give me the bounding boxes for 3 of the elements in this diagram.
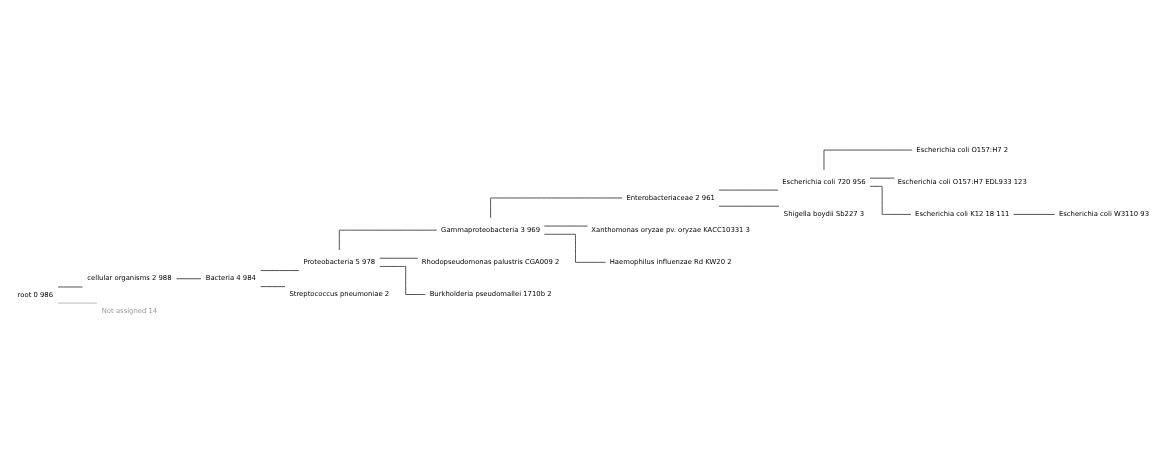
connector [544, 233, 606, 263]
connector [57, 302, 98, 304]
connector [379, 266, 426, 295]
